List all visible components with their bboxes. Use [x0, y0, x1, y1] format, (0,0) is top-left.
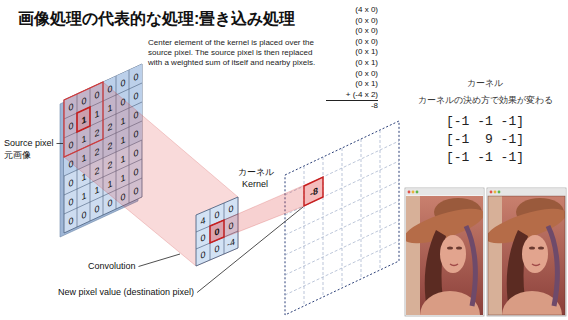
result-beam	[210, 177, 323, 243]
calculation-line: + (-4 x 2)	[326, 90, 378, 101]
kernel-grid	[196, 197, 238, 266]
calculation-line: (0 x 1)	[326, 58, 378, 68]
slide-title: 画像処理の代表的な処理:畳き込み処理	[18, 9, 295, 28]
calculation-line: (0 x 1)	[326, 79, 378, 89]
description-text: Center element of the kernel is placed o…	[148, 38, 324, 68]
calculation-line: (0 x 1)	[326, 47, 378, 57]
destination-pixel-outline	[304, 177, 323, 206]
leader-line	[139, 254, 181, 267]
panel-note: カーネルの決め方で効果が変わる	[405, 95, 565, 106]
kernel-label: カーネル	[238, 167, 274, 178]
calculation-line: -8	[326, 101, 378, 111]
convolution-beam	[64, 82, 238, 266]
kernel-matrix-row: [-1 -1 -1]	[405, 150, 565, 166]
calculation-line: (0 x 0)	[326, 16, 378, 26]
callout-label: New pixel value (destination pixel)	[58, 287, 194, 298]
calculation-line: (4 x 0)	[326, 5, 378, 15]
calculation-line: (0 x 0)	[326, 26, 378, 36]
calculation-line: (0 x 0)	[326, 69, 378, 79]
leader-line	[57, 143, 64, 144]
kernel-matrix-row: [-1 9 -1]	[405, 132, 565, 148]
destination-grid	[285, 121, 399, 315]
callout-label: Source pixel	[4, 138, 54, 149]
kernel-label: Kernel	[242, 179, 268, 190]
source-pixel-outline	[77, 107, 90, 132]
photo-window	[482, 188, 568, 320]
photo-window	[400, 188, 487, 320]
panel-heading: カーネル	[405, 78, 565, 89]
calculation-line: (0 x 0)	[326, 37, 378, 47]
callout-label: 元画像	[4, 150, 31, 161]
kernel-center-outline	[210, 220, 224, 243]
leader-line	[197, 207, 303, 293]
kernel-matrix-row: [-1 -1 -1]	[405, 114, 565, 130]
callout-label: Convolution	[88, 261, 136, 272]
